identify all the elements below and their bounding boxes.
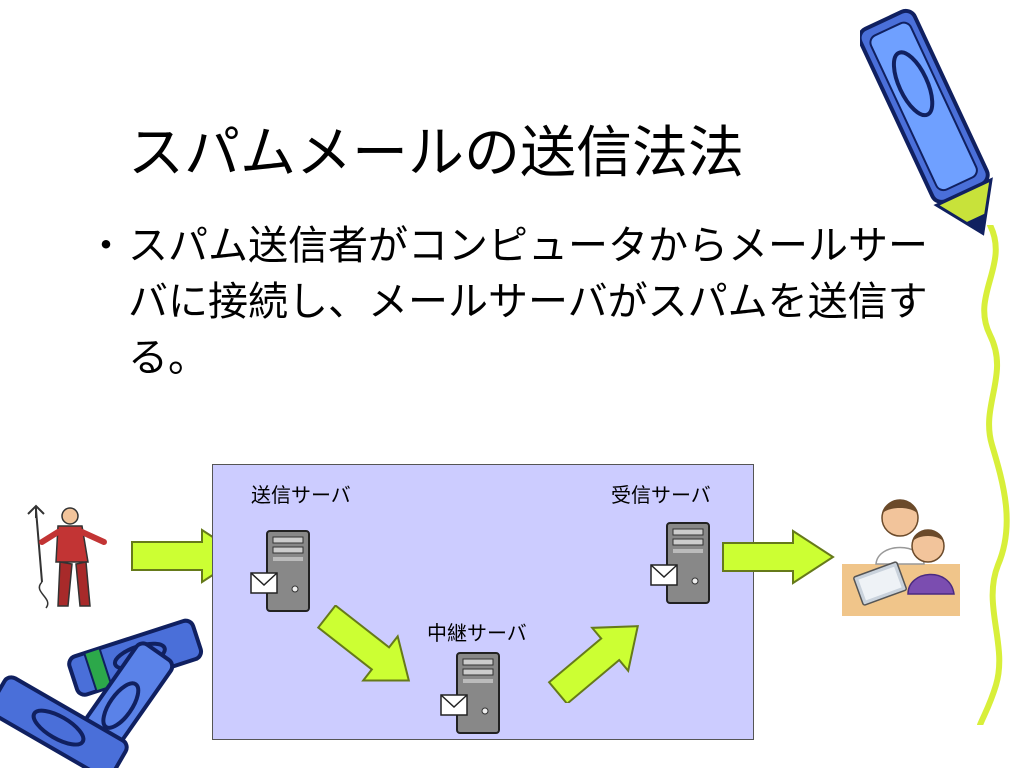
relay-server-icon — [440, 652, 500, 734]
bullet-text: スパム送信者がコンピュータからメールサーバに接続し、メールサーバがスパムを送信す… — [128, 223, 928, 381]
arrow-to-relay-server — [316, 605, 411, 682]
slide-title: スパムメールの送信法法 — [128, 121, 744, 186]
sending-server-icon — [250, 530, 310, 612]
crayons-icon — [0, 618, 204, 768]
bullet-item: ・ スパム送信者がコンピュータからメールサーバに接続し、メールサーバがスパムを送… — [86, 218, 936, 386]
envelope-icon — [440, 694, 468, 716]
spammer-figure — [27, 504, 107, 609]
arrow-to-recipients — [722, 529, 835, 585]
diagram-panel: 送信サーバ 受信サーバ 中継サーバ — [212, 464, 835, 740]
receiving-server-icon — [650, 522, 710, 604]
pen-icon — [860, 8, 993, 236]
relay-server-label: 中継サーバ — [427, 621, 527, 645]
bullet-marker: ・ — [86, 223, 126, 269]
receiving-server-label: 受信サーバ — [611, 483, 711, 507]
users-at-computer-icon — [842, 499, 960, 616]
decorative-line — [977, 225, 1010, 725]
arrow-to-receiving-server — [547, 625, 640, 703]
sending-server-label: 送信サーバ — [251, 483, 351, 507]
envelope-icon — [650, 564, 678, 586]
envelope-icon — [250, 572, 278, 594]
